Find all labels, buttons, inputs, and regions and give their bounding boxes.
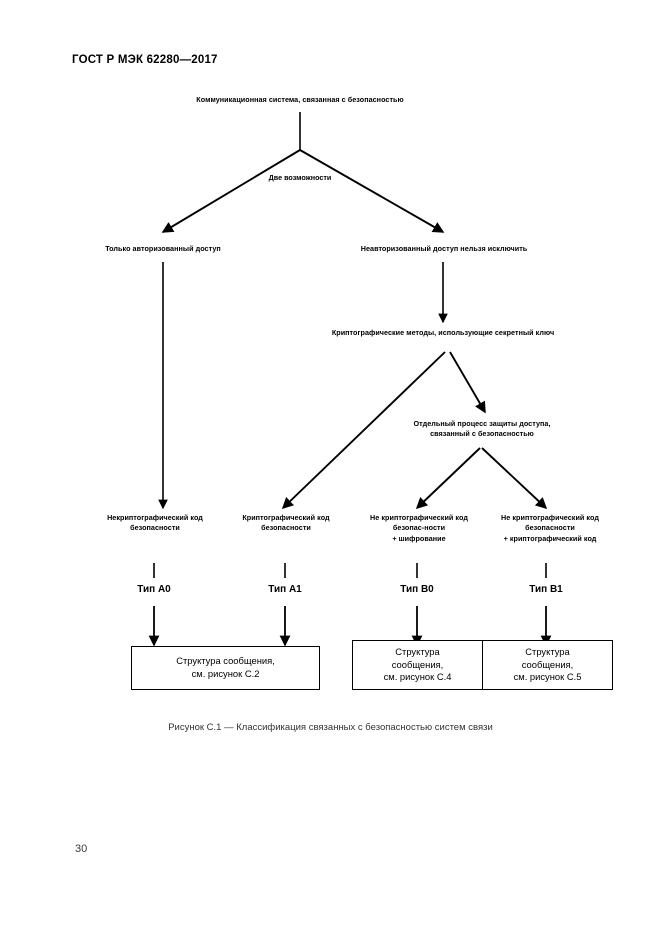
document-header: ГОСТ Р МЭК 62280—2017 bbox=[72, 54, 218, 66]
type-label-a1: Тип А1 bbox=[268, 584, 302, 595]
page-number: 30 bbox=[75, 843, 88, 855]
node-crypto-methods: Криптографические методы, использующие с… bbox=[331, 328, 555, 337]
type-label-b0: Тип В0 bbox=[400, 584, 434, 595]
message-box-c4: Структура сообщения, см. рисунок С.4 bbox=[352, 640, 483, 690]
connector-root-to-left bbox=[161, 149, 301, 233]
node-unauthorized-access: Неавторизованный доступ нельзя исключить bbox=[360, 244, 528, 253]
node-leaf-noncrypto-safety-code: Некриптографический код безопасности bbox=[107, 513, 203, 533]
type-label-b1: Тип В1 bbox=[529, 584, 563, 595]
message-box-c2: Структура сообщения, см. рисунок С.2 bbox=[131, 646, 320, 690]
type-label-a0: Тип А0 bbox=[137, 584, 171, 595]
node-root: Коммуникационная система, связанная с бе… bbox=[196, 95, 404, 104]
node-authorized-access-only: Только авторизованный доступ bbox=[105, 244, 221, 253]
connector-process-to-leaf3 bbox=[415, 447, 481, 510]
connector-process-to-leaf4 bbox=[481, 447, 548, 510]
node-leaf-noncrypto-plus-crypto-code: Не криптографический код безопасности + … bbox=[501, 513, 599, 543]
edge-label-two-options: Две возможности bbox=[268, 173, 332, 182]
node-separate-process: Отдельный процесс защиты доступа, связан… bbox=[413, 419, 551, 439]
connector-crypto-to-process bbox=[449, 351, 486, 414]
node-leaf-crypto-safety-code: Криптографический код безопасности bbox=[242, 513, 330, 533]
node-leaf-noncrypto-plus-encryption: Не криптографический код безопас-ности +… bbox=[370, 513, 468, 543]
connector-root-to-right bbox=[299, 149, 445, 233]
message-box-c5: Структура сообщения, см. рисунок С.5 bbox=[482, 640, 613, 690]
figure-caption: Рисунок С.1 — Классификация связанных с … bbox=[168, 722, 493, 733]
